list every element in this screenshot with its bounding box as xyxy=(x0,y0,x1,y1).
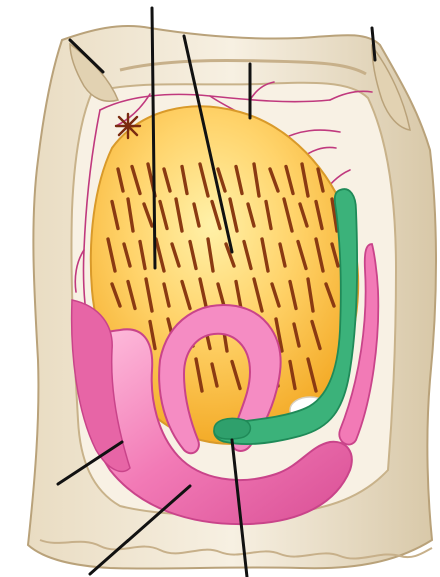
asterisk-marker xyxy=(116,114,140,138)
green-duct-tip xyxy=(214,418,250,439)
